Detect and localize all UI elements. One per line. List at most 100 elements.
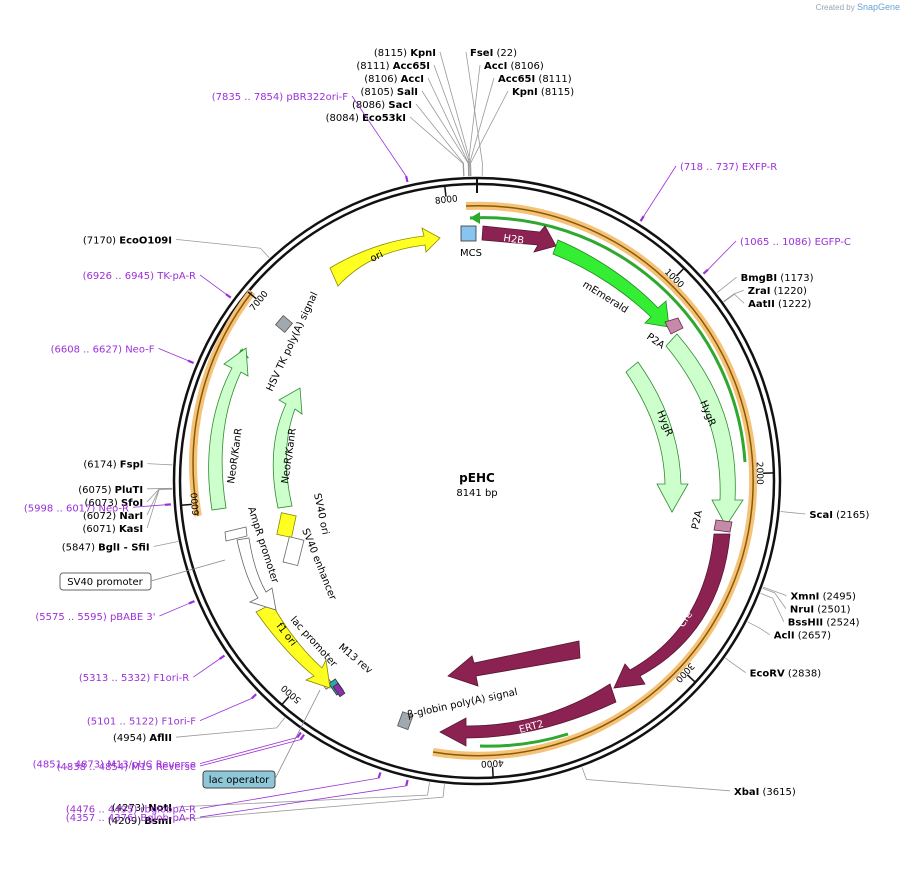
lac-operator-box[interactable]: [202, 770, 276, 789]
restriction-site-label[interactable]: (8115) KpnI: [374, 48, 436, 59]
site-number: (8086): [352, 100, 388, 111]
neokan-outer-arrow[interactable]: [208, 347, 249, 511]
primer-mark[interactable]: [405, 779, 409, 787]
primer-mark[interactable]: [299, 734, 305, 741]
site-number: (2657): [795, 631, 832, 642]
restriction-site-label[interactable]: XbaI (3615): [734, 787, 796, 798]
primer-mark[interactable]: [187, 359, 195, 364]
primer-mark[interactable]: [251, 693, 257, 700]
tick-mark: [247, 291, 257, 300]
primer-mark[interactable]: [702, 268, 709, 275]
primer-label[interactable]: (7835 .. 7854) pBR322ori-F: [212, 92, 348, 103]
site-number: (6075): [78, 485, 114, 496]
restriction-site-label[interactable]: NruI (2501): [790, 605, 851, 616]
restriction-site-label[interactable]: (4209) BsmI: [108, 816, 172, 827]
restriction-site-label[interactable]: (8106) AccI: [364, 74, 424, 85]
primer-label[interactable]: (5998 .. 6017) Neo-R: [24, 503, 129, 514]
sv40-promoter-box[interactable]: [59, 572, 152, 591]
restriction-site-label[interactable]: (7170) EcoO109I: [83, 235, 172, 246]
primer-mark[interactable]: [377, 772, 382, 779]
tick-label: 6000: [190, 492, 202, 516]
primer-label[interactable]: (6608 .. 6627) Neo-F: [51, 344, 155, 355]
primer-mark[interactable]: [218, 654, 226, 660]
h2b-arrow[interactable]: [481, 225, 557, 253]
site-leader-line: [175, 784, 445, 821]
restriction-site-label[interactable]: (6075) PluTI: [78, 485, 143, 496]
hygr-inner-arrow[interactable]: [625, 361, 689, 513]
restriction-site-label[interactable]: FseI (22): [470, 48, 517, 59]
primer-label[interactable]: (4838 .. 4854) M13 Reverse: [57, 762, 196, 773]
ampr-promoter-arrow[interactable]: [236, 537, 277, 611]
primer-label[interactable]: (718 .. 737) EXFP-R: [680, 162, 777, 173]
ert2-arrow[interactable]: [439, 683, 617, 747]
primer-label[interactable]: (5575 .. 5595) pBABE 3': [35, 612, 155, 623]
restriction-site-label[interactable]: AclI (2657): [774, 631, 831, 642]
p2a-top[interactable]: [664, 317, 684, 335]
cre-arrow[interactable]: [613, 533, 731, 689]
primer-label[interactable]: (1065 .. 1086) EGFP-C: [740, 237, 851, 248]
sv40-enhancer-box[interactable]: [282, 536, 305, 567]
hygr-outer-arrow[interactable]: [665, 333, 744, 527]
primer-mark[interactable]: [296, 731, 302, 739]
site-leader-line: [175, 717, 286, 738]
restriction-site-label[interactable]: Acc65I (8111): [498, 74, 572, 85]
restriction-site-label[interactable]: AccI (8106): [484, 61, 544, 72]
primer-mark[interactable]: [225, 293, 232, 299]
hsvtk-polya-box[interactable]: [274, 314, 294, 334]
er-lbd-arrow[interactable]: [447, 640, 581, 687]
site-number: (2495): [819, 592, 856, 603]
primer-label[interactable]: (4476 .. 4495) rbglobpA-R: [66, 804, 196, 815]
site-number: (6174): [83, 460, 119, 471]
site-name: Acc65I: [393, 61, 430, 72]
restriction-site-label[interactable]: KpnI (8115): [512, 87, 574, 98]
neokan-inner-arrow[interactable]: [272, 387, 303, 509]
site-name: FseI: [470, 48, 493, 59]
restriction-site-label[interactable]: ScaI (2165): [809, 510, 869, 521]
primer-label[interactable]: (4357 .. 4376) Bglob-pA-R: [66, 813, 196, 824]
f1-ori-arrow[interactable]: [255, 603, 331, 689]
site-name: KpnI: [410, 48, 436, 59]
primer-leader-line: [199, 698, 252, 721]
restriction-site-label[interactable]: (8111) Acc65I: [356, 61, 430, 72]
restriction-site-label[interactable]: BssHII (2524): [788, 618, 860, 629]
tick-label: 2000: [754, 462, 765, 485]
ampr-promoter-tail[interactable]: [224, 526, 248, 542]
restriction-site-label[interactable]: ZraI (1220): [748, 286, 807, 297]
site-name: PluTI: [115, 485, 143, 496]
primer-name: M13 Reverse: [131, 762, 196, 773]
primer-mark[interactable]: [188, 600, 195, 605]
primer-label[interactable]: (5313 .. 5332) F1ori-R: [79, 673, 189, 684]
primer-leader-line: [158, 348, 189, 362]
primer-mark[interactable]: [639, 215, 645, 222]
restriction-site-label[interactable]: (6174) FspI: [83, 460, 143, 471]
restriction-site-label[interactable]: (5847) BglI - SfiI: [62, 542, 150, 553]
restriction-site-label[interactable]: AatII (1222): [748, 299, 811, 310]
primer-label[interactable]: (4851 .. 4873) M13/pUC Reverse: [33, 760, 196, 771]
restriction-site-label[interactable]: EcoRV (2838): [750, 669, 822, 680]
primer-range: (4357 .. 4376): [66, 813, 141, 824]
restriction-site-label[interactable]: XmnI (2495): [790, 592, 856, 603]
restriction-site-label[interactable]: BmgBI (1173): [741, 273, 814, 284]
restriction-site-label[interactable]: (4273) NotI: [112, 803, 172, 814]
site-leader-line: [147, 463, 173, 466]
memerald-arrow[interactable]: [552, 239, 670, 328]
primer-label[interactable]: (6926 .. 6945) TK-pA-R: [83, 271, 196, 282]
p2a-right[interactable]: [713, 519, 733, 533]
sv40-ori-box[interactable]: [276, 512, 297, 538]
restriction-site-label[interactable]: (8086) SacI: [352, 100, 412, 111]
primer-mark-bottom[interactable]: [332, 682, 346, 698]
site-number: (8106): [507, 61, 544, 72]
restriction-site-label[interactable]: (8084) Eco53kI: [326, 113, 406, 124]
restriction-site-label[interactable]: (4954) AflII: [113, 733, 172, 744]
mcs-box[interactable]: [460, 225, 477, 242]
restriction-site-label[interactable]: (6071) KasI: [83, 524, 144, 535]
restriction-site-label[interactable]: (6073) SfoI: [85, 498, 144, 509]
primer-mark[interactable]: [405, 175, 409, 183]
restriction-site-label[interactable]: (6072) NarI: [83, 511, 143, 522]
ori-arrow[interactable]: [329, 227, 441, 287]
bglobin-polya-box[interactable]: [397, 711, 414, 731]
primer-label[interactable]: (5101 .. 5122) F1ori-F: [87, 717, 196, 728]
site-name: BssHII: [788, 618, 823, 629]
restriction-site-label[interactable]: (8105) SalI: [360, 87, 418, 98]
site-leader-line: [468, 64, 481, 177]
